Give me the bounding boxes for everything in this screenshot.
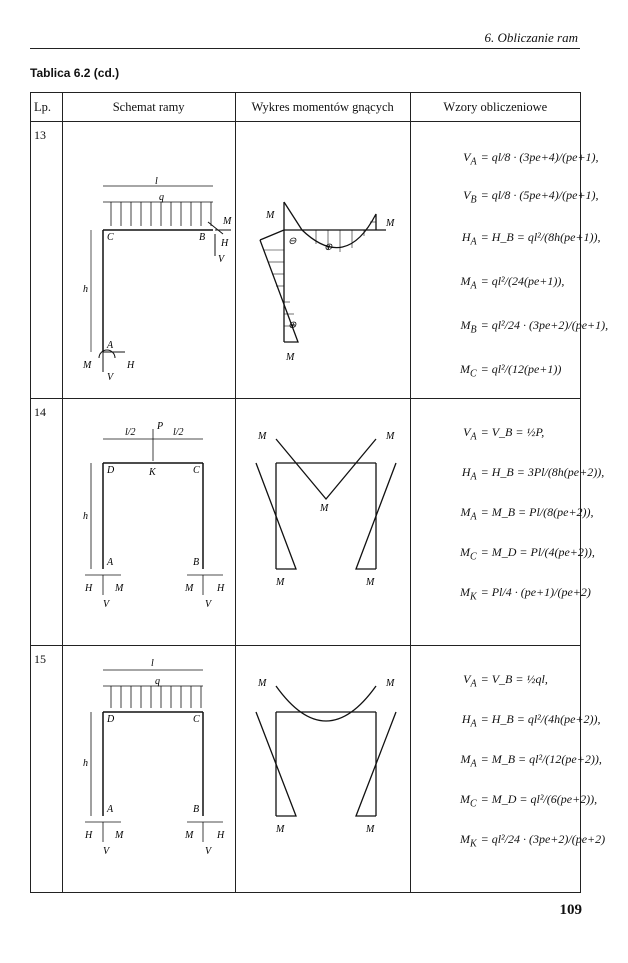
label-moment-md: M [257,678,267,689]
row-number: 15 [30,645,63,893]
label-moment-mb: M [222,216,232,227]
label-load-q: q [155,676,160,687]
label-height-h: h [83,284,88,295]
frame-scheme: l/2 P l/2 D K C h A B H M V M H V [61,398,236,646]
label-moment-ma: M [82,360,92,371]
label-force-vb: V [218,254,226,265]
label-node-c: C [193,465,200,476]
label-load-q: q [159,192,164,203]
sign-positive: ⊕ [324,242,333,253]
label-moment-md: M [257,431,267,442]
row-number: 14 [30,398,63,646]
sign-positive: ⊕ [288,320,297,331]
label-half-span-left: l/2 [125,427,136,438]
column-header-moments: Wykres momentów gnących [234,92,411,122]
moment-diagram-drawing: M M M ⊖ ⊕ ⊕ [259,201,395,363]
formula-cell: VA= V_B = ½P, HA= H_B = 3Pl/(8h(pe+2)), … [409,398,604,646]
label-force-va: V [103,599,111,610]
label-force-hb: H [220,238,229,249]
label-moment-ma: M [114,830,124,841]
label-force-vb: V [205,599,213,610]
label-node-k: K [148,467,157,478]
label-force-vb: V [205,846,213,857]
label-moment-mb: M [184,583,194,594]
label-moment-ma: M [285,352,295,363]
label-height-h: h [83,511,88,522]
label-force-ha: H [84,830,93,841]
label-half-span-right: l/2 [173,427,184,438]
table-row: 14 l/2 P l/2 [30,398,604,646]
label-node-d: D [106,714,115,725]
label-node-a: A [106,804,114,815]
running-header: 6. Obliczanie ram [30,30,580,49]
moment-diagram-drawing: M M M M [255,678,397,835]
label-moment-ma: M [275,577,285,588]
label-moment-mc: M [265,210,275,221]
label-node-c: C [193,714,200,725]
page-number: 109 [559,902,583,918]
frame-scheme: l q D C h A B H M V M H V [61,645,236,893]
table-row: 15 [30,645,605,893]
label-height-h: h [83,758,88,769]
formula-table: Lp. Schemat ramy Wykres momentów gnących… [30,92,608,893]
table-row: 13 [30,121,608,399]
moment-diagram: M M M ⊖ ⊕ ⊕ [234,121,411,399]
frame-scheme-drawing: l q C B M H V h A M H V [82,176,232,383]
label-load-p: P [156,421,163,432]
label-moment-mb: M [184,830,194,841]
label-span-l: l [155,176,158,187]
label-force-ha: H [126,360,135,371]
column-header-formulas: Wzory obliczeniowe [409,92,582,122]
label-moment-mk: M [319,503,329,514]
label-force-va: V [103,846,111,857]
label-force-ha: H [84,583,93,594]
label-force-hb: H [216,583,225,594]
label-force-va: V [107,372,115,383]
moment-diagram-drawing: M M M M M [255,431,397,588]
column-header-scheme: Schemat ramy [61,92,236,122]
label-node-b: B [199,232,205,243]
moment-diagram: M M M M M [234,398,411,646]
table-header-row: Lp. Schemat ramy Wykres momentów gnących… [30,92,582,122]
label-node-d: D [106,465,115,476]
frame-scheme: l q C B M H V h A M H V [61,121,236,399]
table-caption: Tablica 6.2 (cd.) [30,66,120,80]
column-header-lp: Lp. [30,92,63,122]
label-moment-mc: M [385,431,395,442]
label-span-l: l [151,658,154,669]
label-force-hb: H [216,830,225,841]
sign-negative: ⊖ [288,236,297,247]
label-node-a: A [106,557,114,568]
label-moment-mb: M [385,218,395,229]
moment-diagram: M M M M [234,645,411,893]
formula-cell: VA= ql/8 · (3pe+4)/(pe+1), VB= ql/8 · (5… [409,121,608,399]
formula-cell: VA= V_B = ½ql, HA= H_B = ql²/(4h(pe+2)),… [409,645,605,893]
frame-scheme-drawing: l/2 P l/2 D K C h A B H M V M H V [83,421,225,610]
label-moment-ma: M [114,583,124,594]
chapter-title: 6. Obliczanie ram [484,30,578,45]
label-node-b: B [193,557,199,568]
label-node-a: A [106,340,114,351]
label-moment-mc: M [385,678,395,689]
label-moment-mb: M [365,824,375,835]
row-number: 13 [30,121,63,399]
label-node-c: C [107,232,114,243]
label-node-b: B [193,804,199,815]
label-moment-mb: M [365,577,375,588]
frame-scheme-drawing: l q D C h A B H M V M H V [83,658,225,857]
label-moment-ma: M [275,824,285,835]
